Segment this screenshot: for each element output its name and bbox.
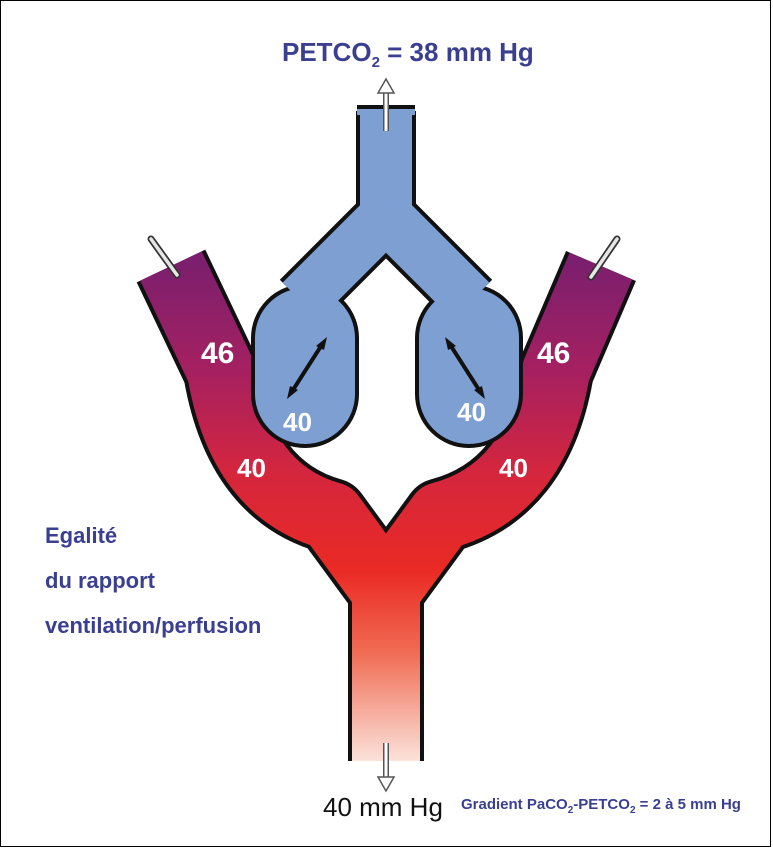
gradient-note: Gradient PaCO2-PETCO2 = 2 à 5 mm Hg — [461, 796, 741, 816]
left-venous-value: 46 — [201, 337, 234, 370]
right-alveolus-value: 40 — [457, 397, 486, 427]
petco2-title: PETCO2 = 38 mm Hg — [282, 37, 534, 71]
right-capillary-value: 40 — [499, 453, 528, 483]
left-capillary-value: 40 — [237, 453, 266, 483]
caption-line-2: du rapport — [45, 568, 156, 593]
left-alveolus-value: 40 — [283, 407, 312, 437]
right-venous-value: 46 — [537, 337, 570, 370]
arterial-pressure-label: 40 mm Hg — [323, 792, 443, 822]
left-caption: Egalité du rapport ventilation/perfusion — [45, 523, 261, 638]
caption-line-3: ventilation/perfusion — [45, 613, 261, 638]
caption-line-1: Egalité — [45, 523, 117, 548]
